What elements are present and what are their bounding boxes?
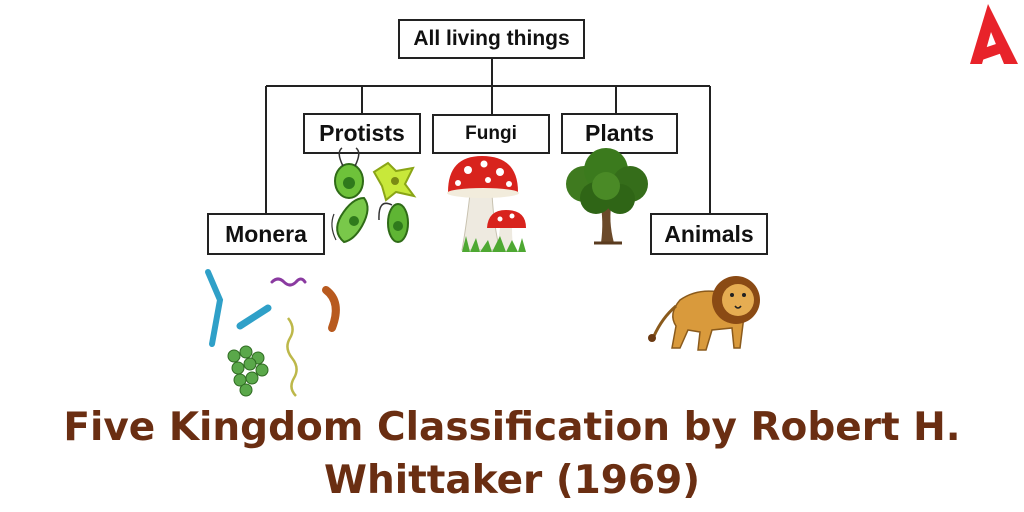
kingdom-node-plants: Plants bbox=[561, 113, 678, 154]
caption-line-2: Whittaker (1969) bbox=[323, 458, 701, 503]
caption-line-1: Five Kingdom Classification by Robert H. bbox=[63, 405, 961, 450]
kingdom-node-monera: Monera bbox=[207, 213, 325, 255]
root-node-all-living-things: All living things bbox=[398, 19, 585, 59]
kingdom-node-fungi: Fungi bbox=[432, 114, 550, 154]
kingdom-node-protists: Protists bbox=[303, 113, 421, 154]
kingdom-node-animals: Animals bbox=[650, 213, 768, 255]
logo-icon bbox=[970, 4, 1018, 64]
